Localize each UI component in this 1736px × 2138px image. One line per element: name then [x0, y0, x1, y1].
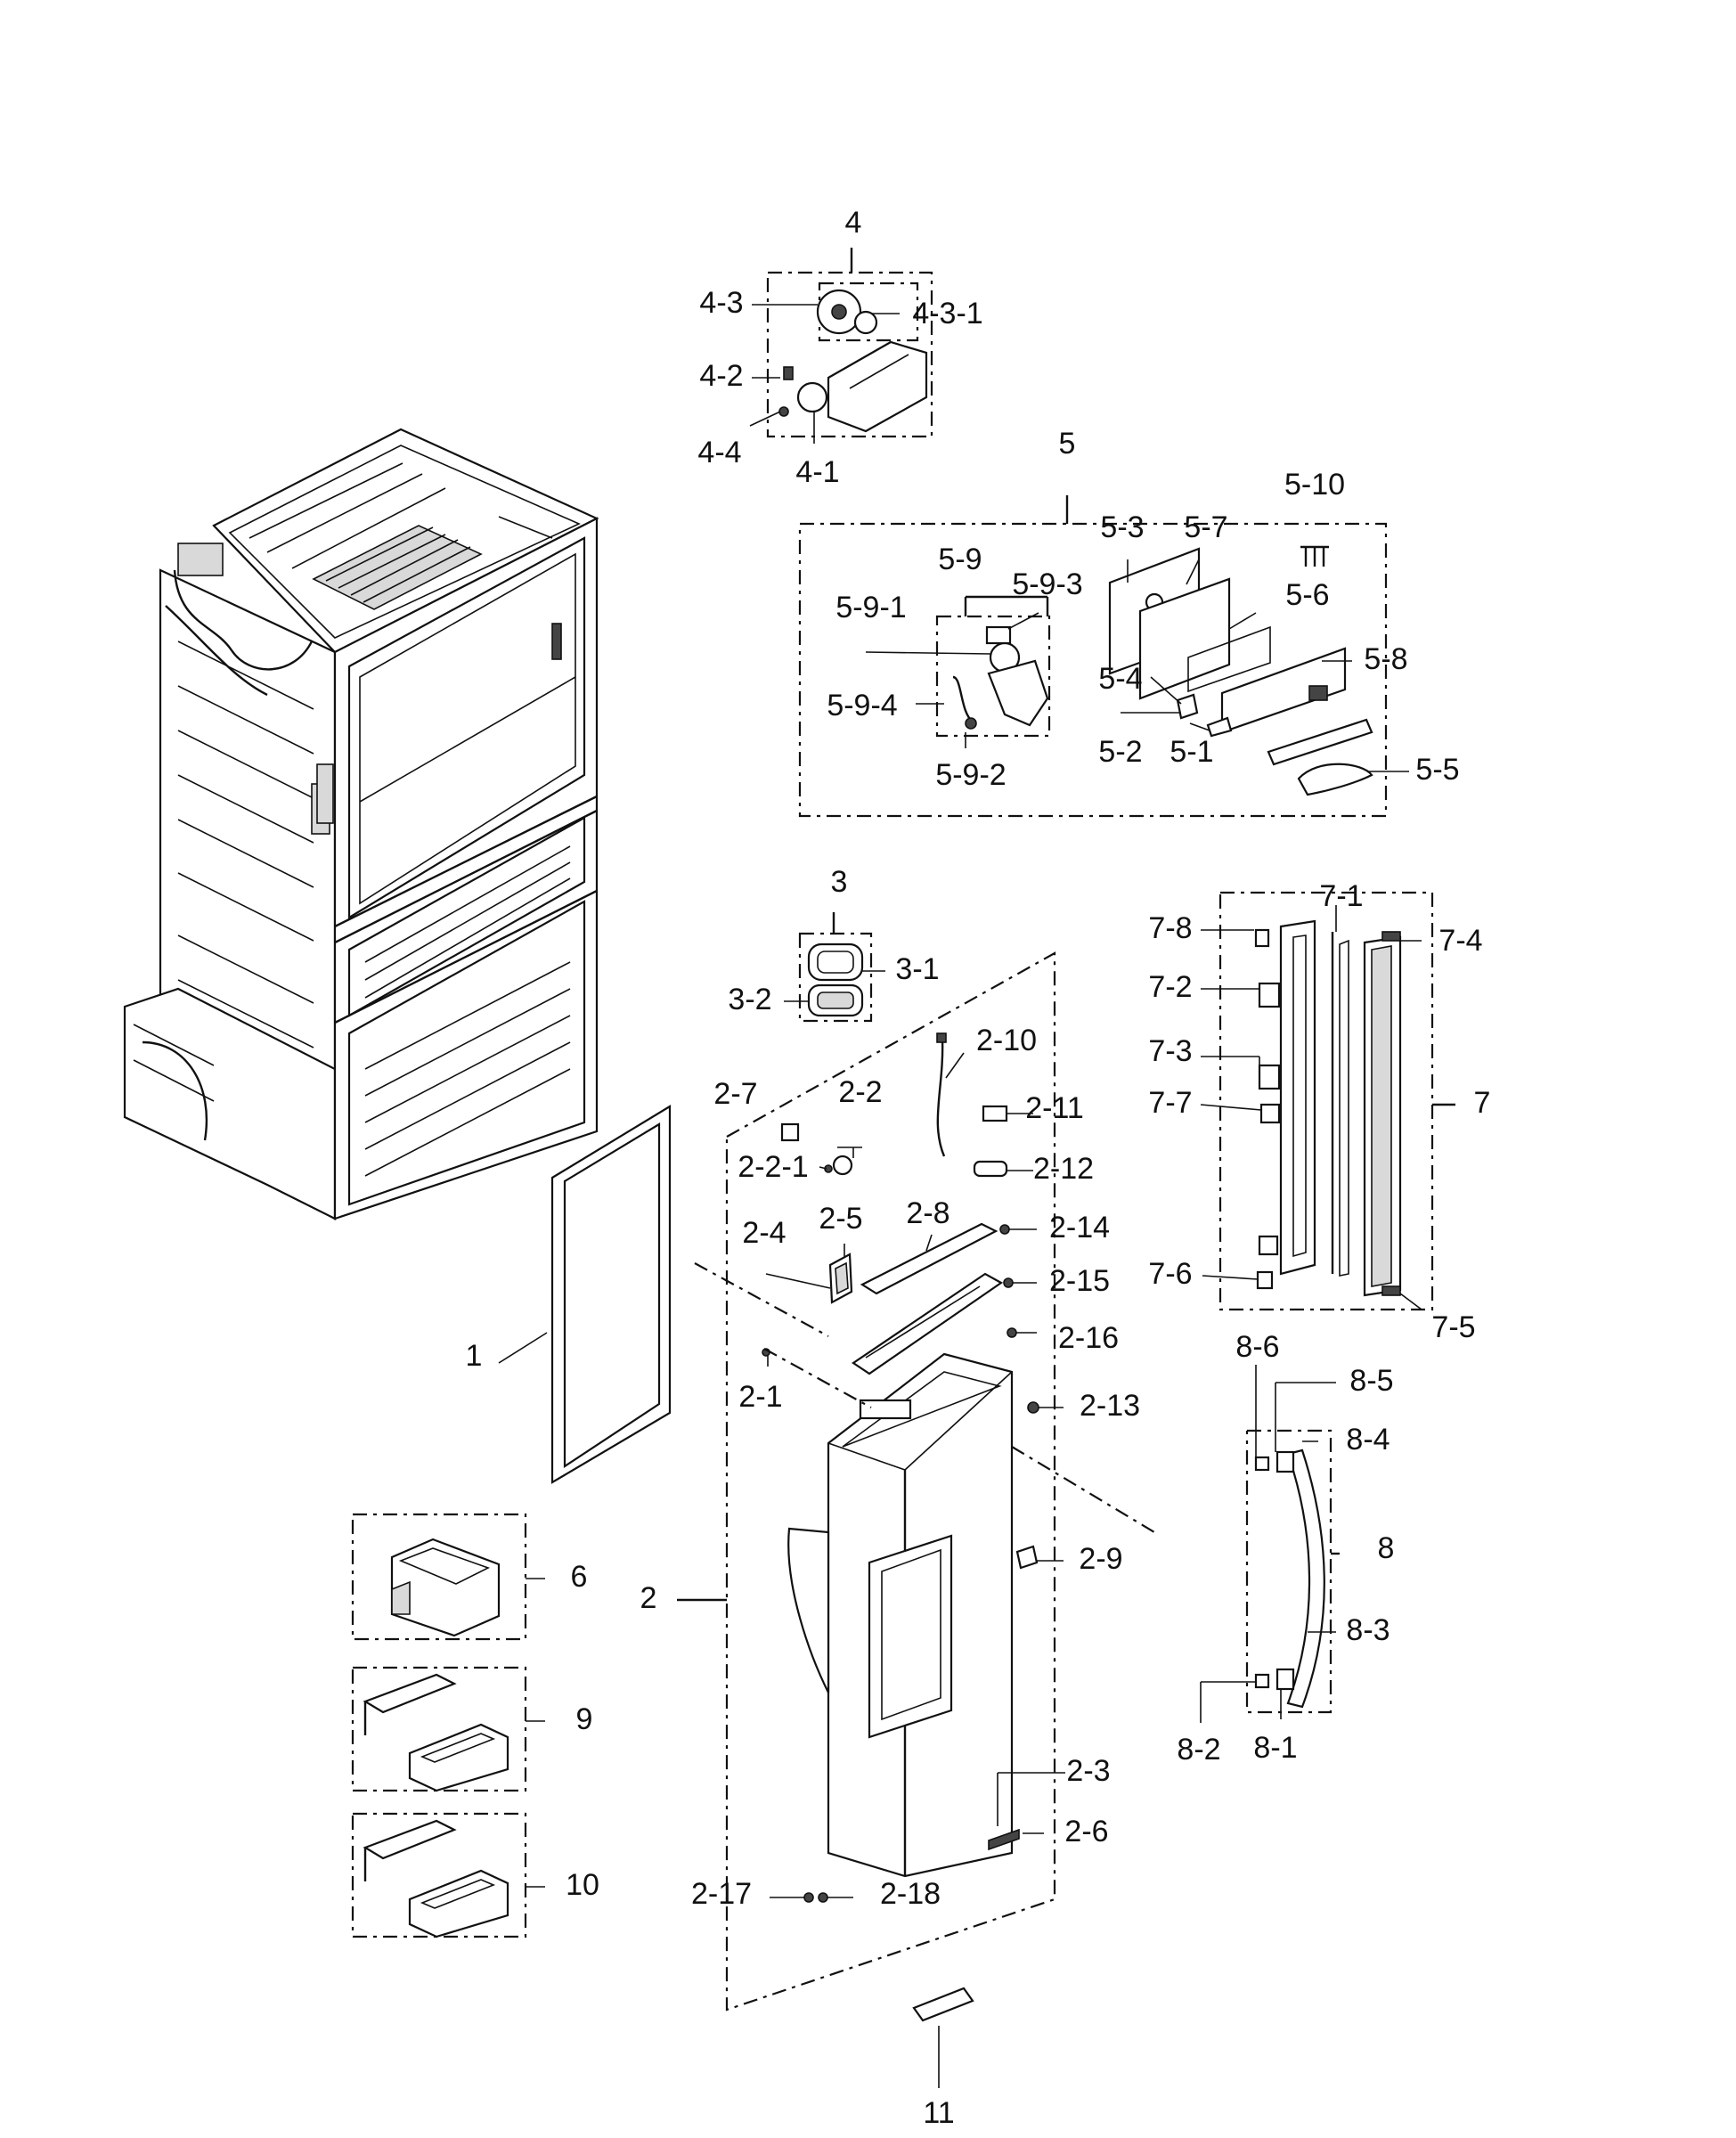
- label-2-3: 2-3: [1066, 1754, 1110, 1788]
- cap-assembly: [784, 912, 885, 1023]
- label-2-18: 2-18: [880, 1877, 941, 1911]
- label-8-5: 8-5: [1349, 1364, 1393, 1398]
- label-5-9-3: 5-9-3: [1012, 567, 1082, 601]
- label-5-10: 5-10: [1284, 468, 1345, 502]
- label-2-17: 2-17: [691, 1877, 752, 1911]
- label-2-5: 2-5: [819, 1202, 862, 1236]
- label-8: 8: [1378, 1531, 1395, 1565]
- label-8-3: 8-3: [1346, 1613, 1390, 1647]
- label-7-2: 7-2: [1148, 970, 1192, 1004]
- label-7-6: 7-6: [1148, 1257, 1192, 1291]
- door-gasket: [498, 1105, 672, 1484]
- label-5-3: 5-3: [1100, 510, 1144, 544]
- label-7: 7: [1474, 1086, 1491, 1120]
- refrigerator-cabinet: [123, 428, 599, 1220]
- label-7-4: 7-4: [1439, 924, 1482, 958]
- label-5-2: 5-2: [1098, 735, 1142, 769]
- label-4-3: 4-3: [699, 286, 743, 320]
- label-7-8: 7-8: [1148, 911, 1192, 945]
- label-3: 3: [831, 865, 848, 899]
- label-5-5: 5-5: [1415, 753, 1459, 787]
- label-11: 11: [923, 2096, 954, 2130]
- label-2: 2: [640, 1581, 657, 1615]
- label-3-1: 3-1: [895, 952, 939, 986]
- label-2-1: 2-1: [738, 1380, 782, 1414]
- label-4-1: 4-1: [795, 455, 839, 489]
- label-5-9: 5-9: [938, 543, 982, 576]
- door-bin-6: [351, 1513, 545, 1641]
- handle-assembly: [1200, 1365, 1340, 1723]
- label-2-4: 2-4: [742, 1216, 786, 1250]
- label-7-7: 7-7: [1148, 1086, 1192, 1120]
- label-2-15: 2-15: [1049, 1264, 1110, 1298]
- label-8-1: 8-1: [1253, 1731, 1297, 1765]
- label-7-3: 7-3: [1148, 1034, 1192, 1068]
- label-1: 1: [466, 1339, 483, 1373]
- screw-icon: [1300, 545, 1329, 567]
- label-2-8: 2-8: [906, 1196, 950, 1230]
- label-7-5: 7-5: [1431, 1310, 1475, 1344]
- label-8-2: 8-2: [1177, 1733, 1220, 1767]
- label-5-9-2: 5-9-2: [935, 758, 1006, 792]
- label-5-1: 5-1: [1170, 735, 1213, 769]
- part-11: [912, 1987, 974, 2088]
- label-2-7: 2-7: [713, 1077, 757, 1111]
- label-2-11: 2-11: [1025, 1091, 1084, 1125]
- label-5-6: 5-6: [1285, 578, 1329, 612]
- label-5-9-1: 5-9-1: [835, 591, 906, 624]
- label-4: 4: [845, 206, 862, 240]
- label-6: 6: [571, 1560, 588, 1594]
- label-8-4: 8-4: [1346, 1423, 1390, 1457]
- label-5-7: 5-7: [1184, 510, 1227, 544]
- label-2-9: 2-9: [1079, 1542, 1122, 1576]
- ice-maker-assembly: [749, 248, 933, 444]
- door-assembly: [677, 951, 1155, 2012]
- hinge-frame-assembly: [1200, 891, 1455, 1311]
- label-5: 5: [1059, 427, 1076, 461]
- label-4-3-1: 4-3-1: [912, 297, 982, 330]
- label-4-4: 4-4: [697, 436, 741, 469]
- label-7-1: 7-1: [1319, 879, 1363, 913]
- label-2-2-1: 2-2-1: [738, 1150, 808, 1184]
- label-2-10: 2-10: [976, 1024, 1037, 1057]
- label-3-2: 3-2: [728, 983, 771, 1016]
- label-2-14: 2-14: [1049, 1211, 1110, 1244]
- label-5-9-4: 5-9-4: [827, 689, 897, 722]
- label-4-2: 4-2: [699, 359, 743, 393]
- label-5-8: 5-8: [1364, 642, 1407, 676]
- label-2-12: 2-12: [1033, 1152, 1094, 1186]
- door-bin-10: [351, 1812, 545, 1938]
- door-bin-9: [351, 1666, 545, 1792]
- label-2-16: 2-16: [1058, 1321, 1119, 1355]
- label-2-13: 2-13: [1080, 1389, 1140, 1423]
- dispenser-panel-assembly: [798, 495, 1409, 818]
- label-9: 9: [576, 1702, 593, 1736]
- callout-labels: 4 4-3 4-3-1 4-2 4-4 4-1 5 5-10 5-3 5-7 5…: [466, 206, 1491, 2130]
- label-2-2: 2-2: [838, 1075, 882, 1109]
- label-2-6: 2-6: [1064, 1815, 1108, 1848]
- label-5-4: 5-4: [1098, 662, 1142, 696]
- label-8-6: 8-6: [1235, 1330, 1279, 1364]
- label-10: 10: [566, 1868, 599, 1902]
